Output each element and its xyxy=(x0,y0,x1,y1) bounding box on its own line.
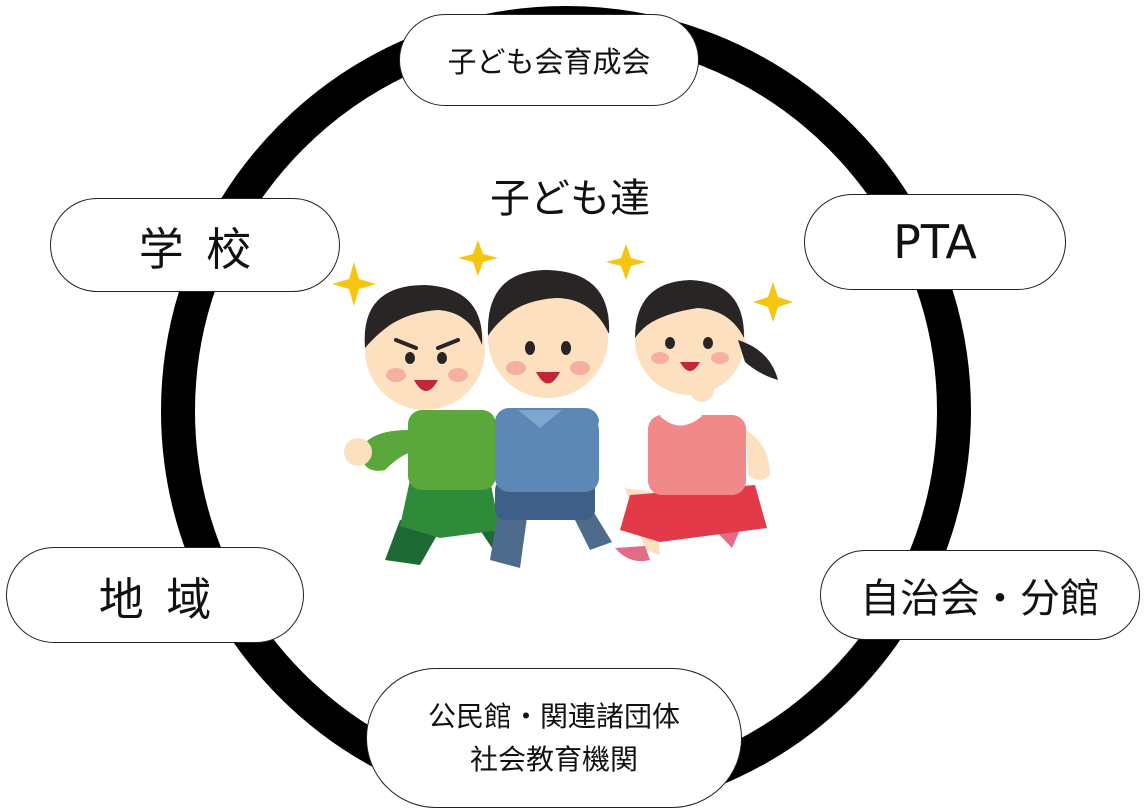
node-chiiki: 地域 xyxy=(6,547,304,643)
node-gakko: 学校 xyxy=(50,198,340,292)
node-label-line1: 公民館・関連諸団体 xyxy=(427,700,680,733)
node-jichikai-bunkan: 自治会・分館 xyxy=(820,550,1140,640)
node-label: 地域 xyxy=(98,572,234,626)
node-label: PTA xyxy=(893,215,977,269)
girl-figure xyxy=(615,280,778,562)
star-icon xyxy=(606,244,646,280)
node-kominkan: 公民館・関連諸団体 社会教育機関 xyxy=(366,668,742,808)
node-label: 学校 xyxy=(138,222,274,276)
boy-green-figure xyxy=(344,285,520,565)
star-icon xyxy=(458,240,498,276)
node-kodomokai-ikuseikai: 子ども会育成会 xyxy=(399,14,699,106)
node-label: 自治会・分館 xyxy=(860,576,1100,622)
star-icon xyxy=(753,282,793,322)
node-label-line2: 社会教育機関 xyxy=(469,743,638,777)
sparkle-stars xyxy=(332,240,793,322)
center-title: 子ども達 xyxy=(490,176,650,222)
children-illustration xyxy=(332,240,793,568)
boy-blue-figure xyxy=(487,270,645,568)
node-label: 子ども会育成会 xyxy=(447,45,651,79)
node-pta: PTA xyxy=(804,194,1066,290)
star-icon xyxy=(332,262,376,306)
